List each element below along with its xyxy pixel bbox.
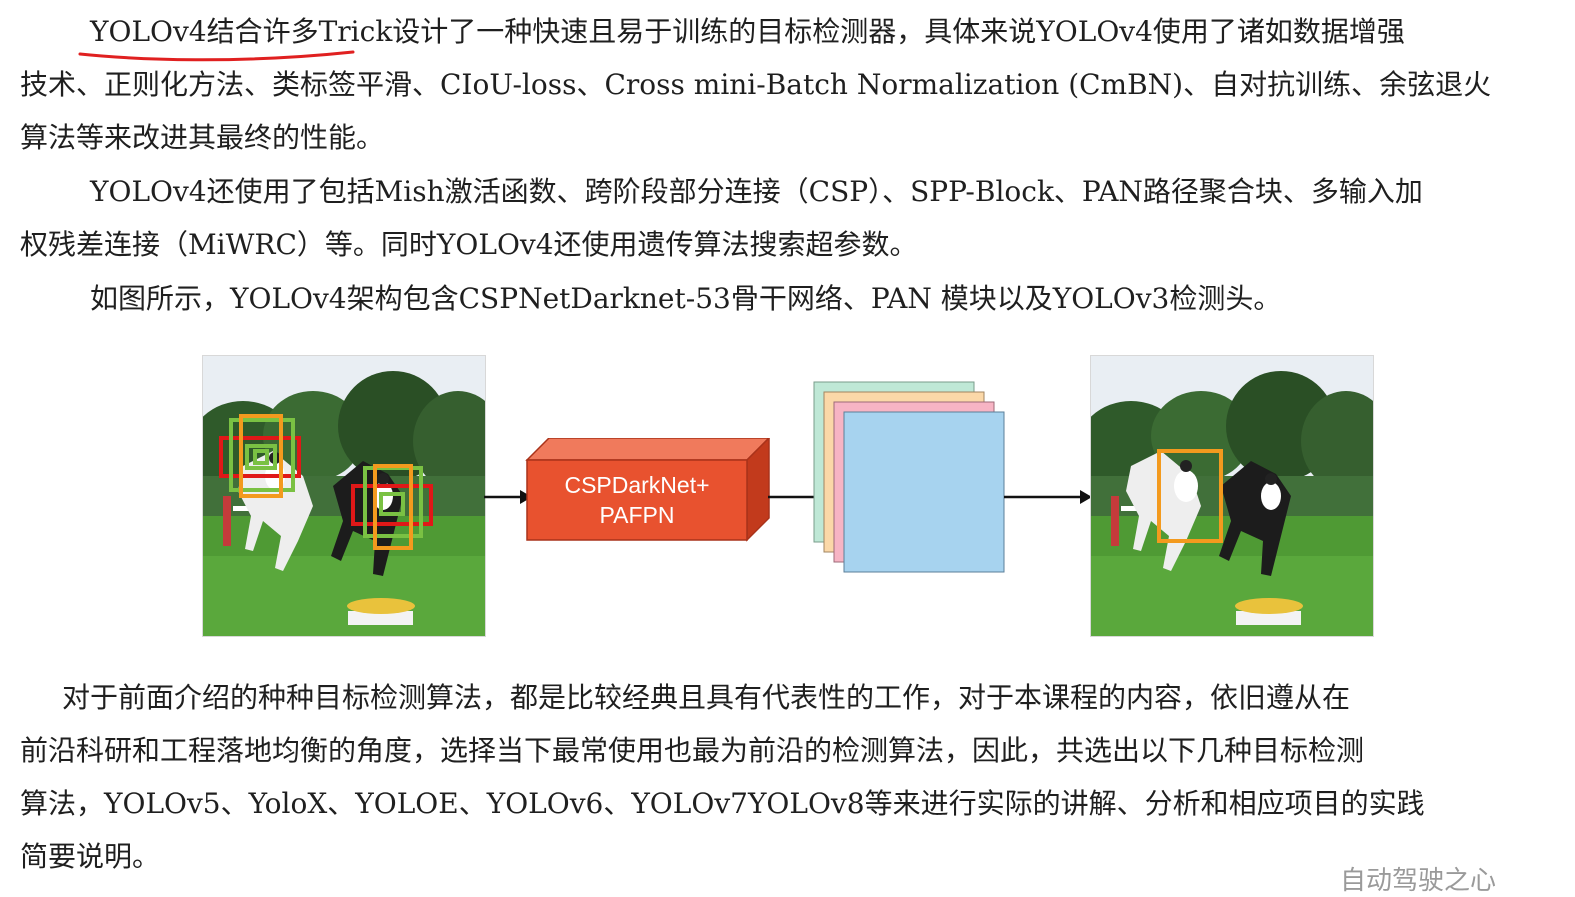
cspdarknet-pafpn-block bbox=[525, 438, 771, 542]
horse-riders-photo-output bbox=[1091, 356, 1373, 636]
block-label-line-2: PAFPN bbox=[599, 502, 675, 528]
paragraph-4-line-4: 简要说明。 bbox=[20, 840, 161, 873]
paragraph-1: YOLOv4结合许多Trick设计了一种快速且易于训练的目标检测器，具体来说YO… bbox=[20, 5, 1555, 164]
paragraph-4-line-3: 算法，YOLOv5、YoloX、YOLOE、YOLOv6、YOLOv7YOLOv… bbox=[20, 787, 1425, 820]
block-label: CSPDarkNet+ PAFPN bbox=[528, 470, 746, 530]
paragraph-1-line-1: YOLOv4结合许多Trick设计了一种快速且易于训练的目标检测器，具体来说YO… bbox=[20, 5, 1555, 58]
yolov4-architecture-figure: CSPDarkNet+ PAFPN bbox=[0, 350, 1575, 650]
arrow-to-backbone bbox=[484, 490, 532, 504]
watermark: 自动驾驶之心 bbox=[1340, 866, 1497, 896]
paragraph-2-line-1: YOLOv4还使用了包括Mish激活函数、跨阶段部分连接（CSP）、SPP-Bl… bbox=[90, 175, 1423, 208]
arrow-to-output bbox=[1004, 490, 1092, 504]
paragraph-2: YOLOv4还使用了包括Mish激活函数、跨阶段部分连接（CSP）、SPP-Bl… bbox=[20, 165, 1555, 271]
horse-riders-photo bbox=[203, 356, 485, 636]
paragraph-1-line-2: 技术、正则化方法、类标签平滑、CIoU-loss、Cross mini-Batc… bbox=[20, 68, 1492, 101]
block-label-line-1: CSPDarkNet+ bbox=[564, 472, 710, 498]
red-underline-annotation bbox=[78, 50, 355, 62]
paragraph-4: 对于前面介绍的种种目标检测算法，都是比较经典且具有代表性的工作，对于本课程的内容… bbox=[20, 671, 1555, 883]
paragraph-3-line-1: 如图所示，YOLOv4架构包含CSPNetDarknet-53骨干网络、PAN … bbox=[90, 282, 1282, 315]
paragraph-1-line-1-rest: 设计了一种快速且易于训练的目标检测器，具体来说YOLOv4使用了诸如数据增强 bbox=[392, 15, 1405, 48]
input-image-with-candidate-boxes bbox=[202, 355, 486, 637]
paragraph-1-line-3: 算法等来改进其最终的性能。 bbox=[20, 121, 385, 154]
feature-map-stack bbox=[813, 381, 1005, 573]
paragraph-4-line-1: 对于前面介绍的种种目标检测算法，都是比较经典且具有代表性的工作，对于本课程的内容… bbox=[62, 681, 1351, 714]
paragraph-4-line-2: 前沿科研和工程落地均衡的角度，选择当下最常使用也最为前沿的检测算法，因此，共选出… bbox=[20, 734, 1365, 767]
paragraph-2-line-2: 权残差连接（MiWRC）等。同时YOLOv4还使用遗传算法搜索超参数。 bbox=[20, 228, 918, 261]
highlighted-phrase: YOLOv4结合许多Trick bbox=[90, 15, 393, 48]
output-image-with-detection bbox=[1090, 355, 1374, 637]
paragraph-3: 如图所示，YOLOv4架构包含CSPNetDarknet-53骨干网络、PAN … bbox=[20, 272, 1555, 325]
